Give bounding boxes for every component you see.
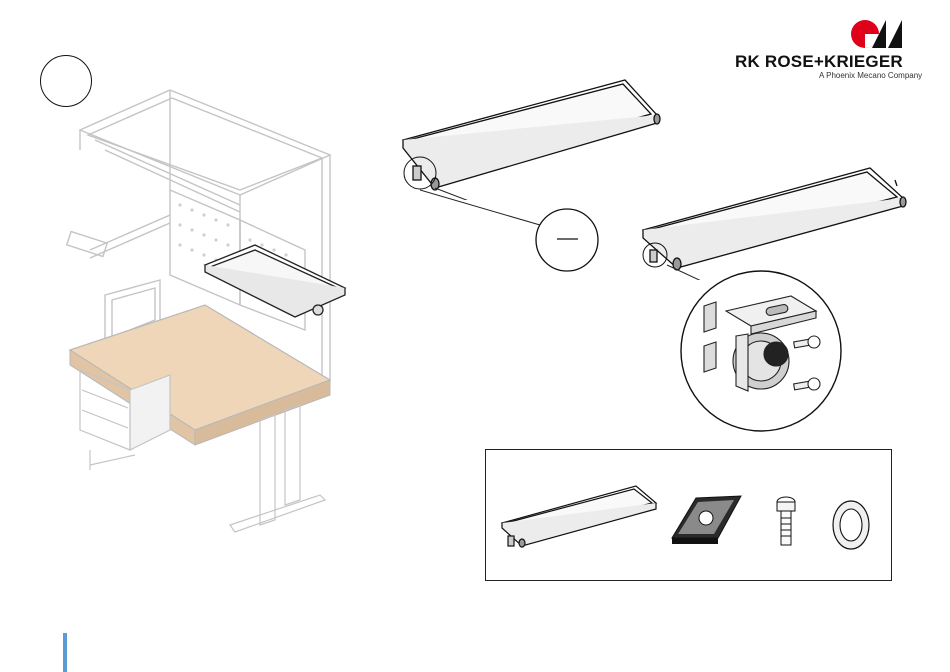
rk-logo-icon (850, 18, 910, 50)
shelf-mounted-illustration (635, 160, 915, 280)
washer-part-icon (826, 498, 876, 553)
shelf-part-icon (496, 478, 666, 558)
bracket-detail-illustration (676, 266, 846, 436)
rk-rose-krieger-logo: RK ROSE+KRIEGER A Phoenix Mecano Company (735, 18, 920, 80)
workbench-illustration (60, 80, 360, 560)
parts-list-box (485, 449, 892, 581)
brand-tagline: A Phoenix Mecano Company (819, 71, 922, 80)
clamp-bracket-part-icon (666, 488, 746, 553)
callout-circle-icon (420, 180, 620, 280)
brand-name: RK ROSE+KRIEGER (735, 52, 903, 72)
screw-part-icon (766, 490, 806, 555)
accent-bar (63, 633, 67, 672)
